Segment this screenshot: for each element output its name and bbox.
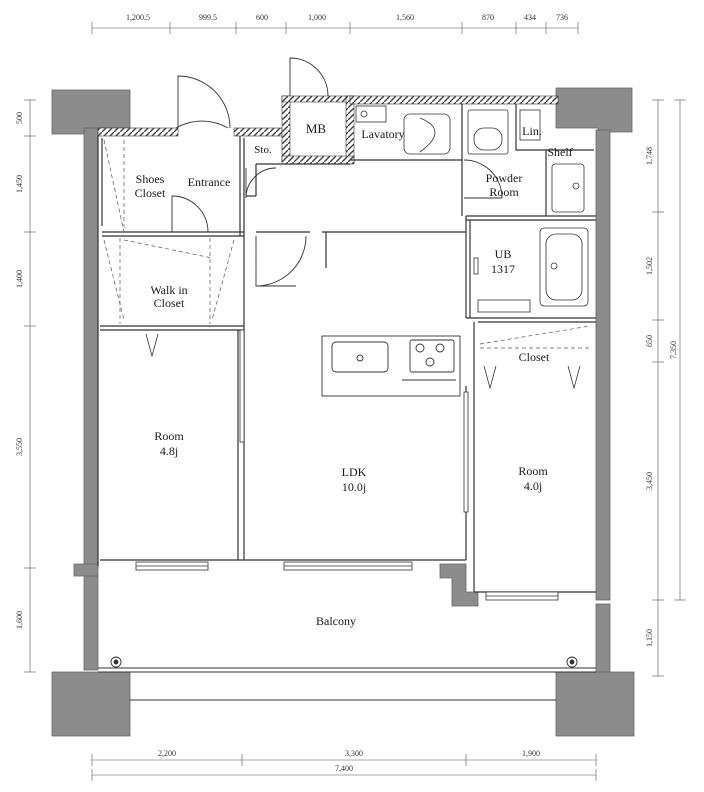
label-shelf: Shelf (547, 145, 572, 159)
windows (135, 329, 559, 601)
dim-bottom-1: 2,200 (158, 749, 176, 758)
label-walk-in-closet-2: Closet (154, 296, 185, 310)
dim-right-total: 7,350 (669, 341, 678, 359)
dimension-labels: 1,200.5 999.5 600 1,000 1,560 870 434 73… (15, 13, 678, 773)
label-room-east: Room (518, 464, 548, 478)
dimension-lines (24, 22, 686, 781)
dim-right-4: 3,450 (645, 472, 654, 490)
dim-bottom-total: 7,400 (335, 764, 353, 773)
fixtures (355, 105, 589, 313)
dim-right-2: 1,502 (645, 257, 654, 275)
label-room-west: Room (154, 429, 184, 443)
label-room-east-size: 4.0j (524, 479, 542, 493)
closet-dashes (103, 139, 591, 349)
label-powder-room-2: Room (489, 185, 519, 199)
hatched-walls (97, 95, 559, 165)
kitchen-counter (321, 335, 461, 397)
dim-top-1: 1,200.5 (126, 13, 150, 22)
label-sto: Sto. (254, 144, 272, 156)
label-entrance: Entrance (188, 175, 231, 189)
dim-left-2: 1,450 (15, 175, 24, 193)
label-powder-room: Powder (486, 171, 523, 185)
label-ub-size: 1317 (491, 262, 515, 276)
dim-top-4: 1,000 (308, 13, 326, 22)
outer-walls (51, 87, 635, 737)
dim-top-2: 999.5 (199, 13, 217, 22)
label-walk-in-closet: Walk in (150, 283, 187, 297)
dim-bottom-2: 3,300 (345, 749, 363, 758)
balcony (98, 656, 596, 701)
dim-top-6: 870 (482, 13, 494, 22)
dim-left-5: 1,600 (15, 611, 24, 629)
dim-right-5: 1,150 (645, 629, 654, 647)
dim-top-8: 736 (556, 13, 568, 22)
dim-bottom-3: 1,900 (522, 749, 540, 758)
label-shoes-closet: Shoes (136, 172, 165, 186)
doors (171, 57, 503, 287)
dim-left-4: 3,550 (15, 438, 24, 456)
label-lavatory: Lavatory (361, 127, 404, 141)
label-lin: Lin. (522, 124, 542, 138)
label-mb: MB (306, 121, 327, 136)
dim-top-7: 434 (524, 13, 536, 22)
label-ldk: LDK (342, 465, 367, 479)
label-balcony: Balcony (316, 614, 356, 628)
label-shoes-closet-2: Closet (135, 186, 166, 200)
dim-right-1: 1,748 (645, 147, 654, 165)
dim-left-1: 500 (15, 112, 24, 124)
label-ldk-size: 10.0j (342, 480, 366, 494)
dim-top-5: 1,560 (396, 13, 414, 22)
label-ub: UB (495, 247, 512, 261)
label-closet: Closet (519, 350, 550, 364)
dim-left-3: 1,400 (15, 270, 24, 288)
dim-right-3: 650 (645, 335, 654, 347)
folding-door-marks (145, 333, 581, 390)
dim-top-3: 600 (256, 13, 268, 22)
interior-walls (97, 104, 596, 593)
room-labels: Shoes Closet Entrance Sto. MB Lavatory L… (135, 121, 573, 628)
label-room-west-size: 4.8j (160, 444, 178, 458)
